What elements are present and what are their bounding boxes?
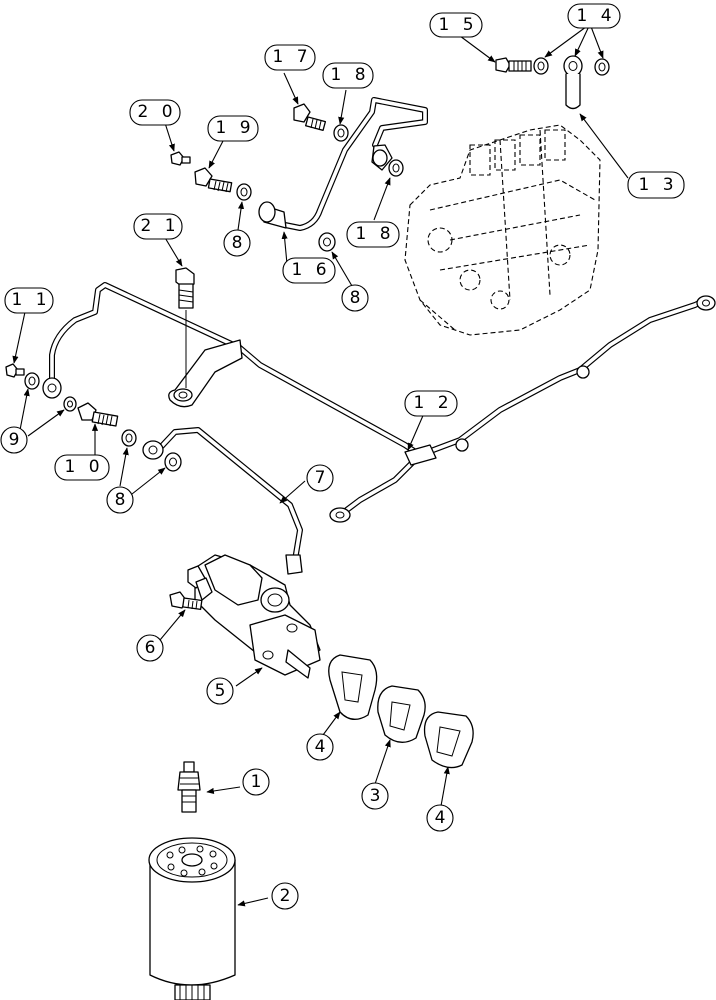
callout-3-label: 3 xyxy=(370,786,385,806)
callout-16-label: 1 6 xyxy=(291,260,330,280)
callout-5: 5 xyxy=(206,677,234,705)
callout-19: 1 9 xyxy=(207,115,259,142)
callout-8c-label: 8 xyxy=(115,490,130,510)
callout-15: 1 5 xyxy=(429,12,483,38)
callout-4b-label: 4 xyxy=(435,808,450,828)
callout-11-label: 1 1 xyxy=(11,290,50,310)
bolt-21 xyxy=(175,267,195,388)
leader-lines xyxy=(12,23,629,907)
callout-20-label: 2 0 xyxy=(137,102,176,122)
callout-6: 6 xyxy=(136,634,164,662)
callout-20: 2 0 xyxy=(129,99,181,126)
fitting-1 xyxy=(177,761,201,813)
callout-17: 1 7 xyxy=(264,44,316,71)
callout-8a: 8 xyxy=(223,229,251,257)
callout-12: 1 2 xyxy=(404,390,458,417)
callout-4a: 4 xyxy=(306,733,334,761)
washer-8a xyxy=(236,183,252,201)
callout-12-label: 1 2 xyxy=(413,393,452,413)
callout-2: 2 xyxy=(271,882,299,910)
callout-7-label: 7 xyxy=(315,468,330,488)
callout-18a-label: 1 8 xyxy=(330,65,369,85)
callout-18b: 1 8 xyxy=(346,221,400,248)
gasket-4a xyxy=(328,654,378,720)
banjo-fitting-assembly xyxy=(495,55,610,110)
callout-15-label: 1 5 xyxy=(438,15,477,35)
callout-1: 1 xyxy=(242,768,270,796)
callout-4a-label: 4 xyxy=(315,737,330,757)
injection-pump xyxy=(404,124,601,336)
callout-8c: 8 xyxy=(106,486,134,514)
callout-11: 1 1 xyxy=(4,287,54,314)
callout-17-label: 1 7 xyxy=(272,47,311,67)
bolt-17 xyxy=(293,103,327,132)
callout-7: 7 xyxy=(306,464,334,492)
callout-1-label: 1 xyxy=(251,772,266,792)
lift-pump xyxy=(187,554,321,679)
gasket-4b xyxy=(423,711,474,769)
callout-10-label: 1 0 xyxy=(64,457,103,477)
callout-3: 3 xyxy=(361,782,389,810)
callout-5-label: 5 xyxy=(215,681,230,701)
washer-9b xyxy=(63,396,77,412)
washer-18a xyxy=(333,124,349,142)
washer-8d xyxy=(164,452,182,472)
callout-21-label: 2 1 xyxy=(140,216,179,236)
callout-10: 1 0 xyxy=(54,454,110,481)
callout-18a: 1 8 xyxy=(322,62,374,89)
screw-11 xyxy=(5,363,25,378)
callout-8a-label: 8 xyxy=(232,233,247,253)
callout-2-label: 2 xyxy=(280,886,295,906)
bolt-6 xyxy=(169,591,203,611)
callout-6-label: 6 xyxy=(145,638,160,658)
washer-9a xyxy=(24,372,40,390)
callout-21: 2 1 xyxy=(133,213,183,240)
injection-line-12 xyxy=(42,282,716,523)
callout-18b-label: 1 8 xyxy=(355,224,394,244)
callout-4b: 4 xyxy=(426,804,454,832)
fuel-filter xyxy=(148,837,236,1000)
washer-8c xyxy=(121,429,137,447)
callout-14: 1 4 xyxy=(567,3,621,29)
callout-14-label: 1 4 xyxy=(576,6,615,26)
screw-20 xyxy=(170,151,191,166)
washer-18b xyxy=(388,159,404,177)
callout-8b-label: 8 xyxy=(350,288,365,308)
callout-9: 9 xyxy=(0,426,28,454)
washer-8b xyxy=(318,232,336,252)
callout-19-label: 1 9 xyxy=(215,118,254,138)
fuel-line-7 xyxy=(142,427,303,575)
callout-13-label: 1 3 xyxy=(638,175,677,195)
callout-8b: 8 xyxy=(341,284,369,312)
bolt-19 xyxy=(194,167,233,193)
callout-16: 1 6 xyxy=(282,257,336,284)
callout-9-label: 9 xyxy=(9,430,24,450)
callout-13: 1 3 xyxy=(627,171,685,199)
injection-line-16 xyxy=(258,97,428,231)
bolt-10 xyxy=(77,402,119,427)
gasket-3 xyxy=(377,685,426,743)
